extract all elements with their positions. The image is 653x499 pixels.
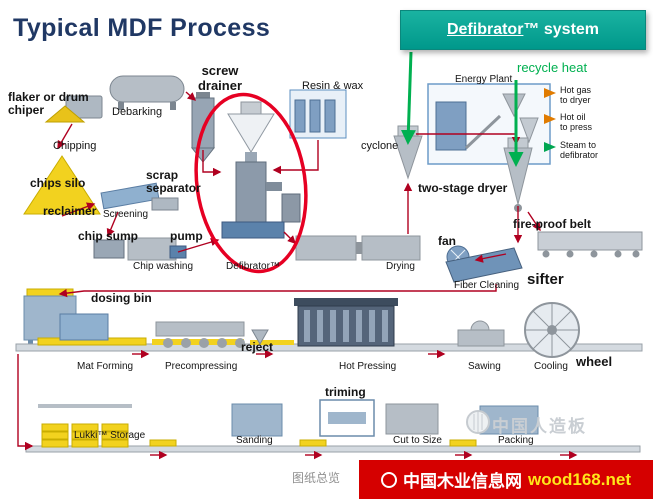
label-dosing-bin: dosing bin (91, 291, 152, 305)
sanding-machine (231, 403, 283, 437)
flow-connectors (17, 91, 578, 460)
scrap-separator-machine (151, 197, 179, 211)
label-chipping: Chipping (53, 140, 97, 152)
defibrator-system-banner: Defibrator™ system (400, 10, 646, 50)
label-resin-wax: Resin & wax (302, 80, 364, 92)
banner-text: Defibrator™ system (447, 21, 599, 39)
green-arrows (400, 51, 524, 167)
defibrator-highlight-oval (194, 92, 308, 274)
globe-icon (381, 471, 398, 488)
site-name: 中国木业信息网 (403, 472, 523, 491)
triming-machine (319, 399, 375, 437)
fire-proof-belt-machine (537, 231, 643, 258)
precompressing-machine (155, 321, 245, 348)
label-defibrator-tm: Defibrator™ (226, 261, 280, 272)
label-precompressing: Precompressing (165, 361, 238, 372)
label-sifter: sifter (527, 271, 564, 288)
label-hot-gas-to-dryer: Hot gas to dryer (560, 85, 592, 106)
label-reclaimer: reclaimer (43, 204, 97, 218)
label-debarking: Debarking (112, 106, 163, 118)
label-energy-plant: Energy Plant (455, 74, 513, 85)
label-chips-silo: chips silo (30, 176, 86, 190)
label-hot-oil-to-press: Hot oil to press (560, 112, 593, 133)
site-banner: 中国木业信息网 wood168.net (359, 460, 653, 499)
banner-defibrator: Defibrator (446, 21, 524, 38)
label-cooling: Cooling (534, 361, 568, 372)
footer-caption: 图纸总览 (292, 471, 341, 485)
label-packing: Packing (498, 435, 534, 446)
process-diagram (15, 51, 643, 460)
label-sawing: Sawing (468, 361, 501, 372)
drying-ducts (295, 235, 421, 261)
label-pump: pump (170, 229, 203, 243)
site-url: wood168.net (528, 469, 631, 489)
cooling-wheel-machine (524, 302, 580, 358)
label-fiber-cleaning: Fiber Cleaning (454, 280, 520, 291)
label-reject: reject (241, 340, 274, 354)
label-cut-to-size: Cut to Size (393, 435, 442, 446)
sawing-machine (457, 320, 505, 347)
watermark-logo-icon (466, 410, 490, 434)
chips-silo-shape (23, 155, 101, 215)
defibrator-machine (221, 101, 301, 239)
bottom-conveyor (25, 439, 641, 453)
label-two-stage-dryer: two-stage dryer (418, 181, 508, 195)
label-chip-sump: chip sump (78, 229, 139, 243)
footer-bar: 图纸总览 中国木业信息网 wood168.net (0, 460, 653, 499)
hot-press-machine (294, 298, 398, 347)
debarking-drum (109, 75, 185, 110)
banner-suffix: system (539, 21, 600, 38)
banner-tm: ™ (523, 21, 540, 38)
resin-wax-unit (289, 89, 347, 139)
mat-forming-machine (59, 313, 109, 341)
recycle-heat-label: recycle heat (517, 60, 588, 75)
label-mat-forming: Mat Forming (77, 361, 134, 372)
lukki-storage-stacks (38, 404, 132, 448)
label-cyclone: cyclone (361, 140, 399, 152)
reject-chute (251, 329, 269, 346)
label-fire-proof-belt: fire-proof belt (513, 217, 591, 231)
label-hot-pressing: Hot Pressing (339, 361, 397, 372)
label-fan: fan (438, 234, 456, 248)
label-wheel: wheel (576, 354, 613, 369)
page-title: Typical MDF Process (13, 14, 271, 42)
label-triming: triming (325, 385, 366, 399)
label-chip-washing: Chip washing (133, 261, 194, 272)
sifter-machine (445, 247, 523, 283)
label-sanding: Sanding (236, 435, 273, 446)
label-scrap-separator: scrap separator (146, 168, 201, 196)
chips-pile (44, 105, 86, 123)
screening-machine (100, 182, 160, 210)
label-screening: Screening (103, 209, 149, 220)
cut-to-size-machine (385, 403, 439, 435)
label-lukki-storage: Lukki™ Storage (74, 430, 146, 441)
label-flaker-or-drum-chiper: flaker or drum chiper (8, 90, 89, 118)
label-steam-to-defibrator: Steam to defibrator (560, 140, 599, 161)
chip-sump-machine (93, 239, 125, 259)
label-drying: Drying (386, 261, 415, 272)
watermark-text: 中国人造板 (492, 417, 587, 436)
label-screw-drainer: screw drainer (197, 63, 243, 93)
